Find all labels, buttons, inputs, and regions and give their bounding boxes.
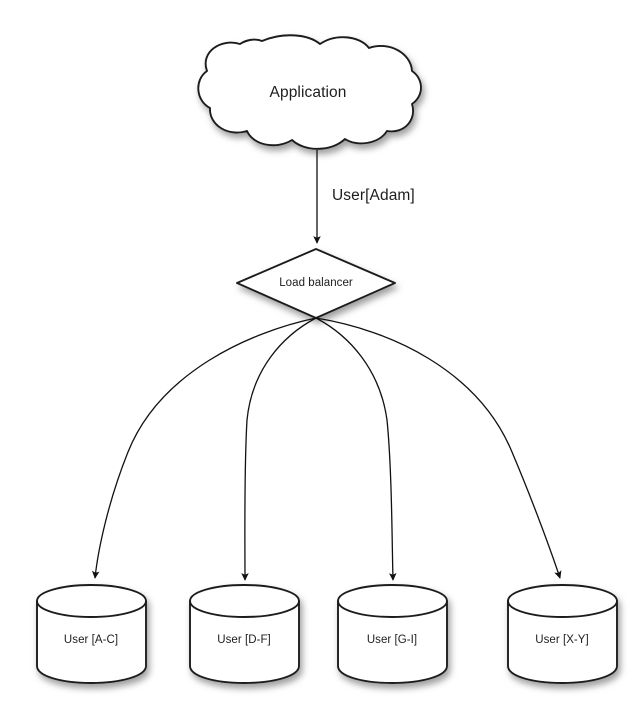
node-db-cylinder-2[interactable] (337, 584, 448, 684)
edge-load-balancer-to-db-1 (241, 317, 317, 581)
node-application-cloud[interactable] (197, 34, 422, 150)
edge-load-balancer-to-db-3 (315, 317, 562, 579)
node-db-cylinder-3[interactable] (507, 584, 618, 684)
edge-load-balancer-to-db-0 (92, 317, 317, 579)
db-label-2: User [G-I] (366, 634, 418, 646)
db-label-3: User [X-Y] (535, 634, 589, 646)
db-label-1: User [D-F] (217, 634, 271, 646)
node-db-cylinder-1[interactable] (189, 584, 300, 684)
load-balancer-label: Load balancer (279, 277, 353, 289)
edge-load-balancer-to-db-2 (315, 317, 397, 581)
edge-label-user-adam: User[Adam] (332, 187, 415, 204)
node-db-cylinder-0[interactable] (36, 584, 147, 684)
application-cloud-label: Application (269, 84, 347, 101)
db-label-0: User [A-C] (63, 634, 119, 646)
